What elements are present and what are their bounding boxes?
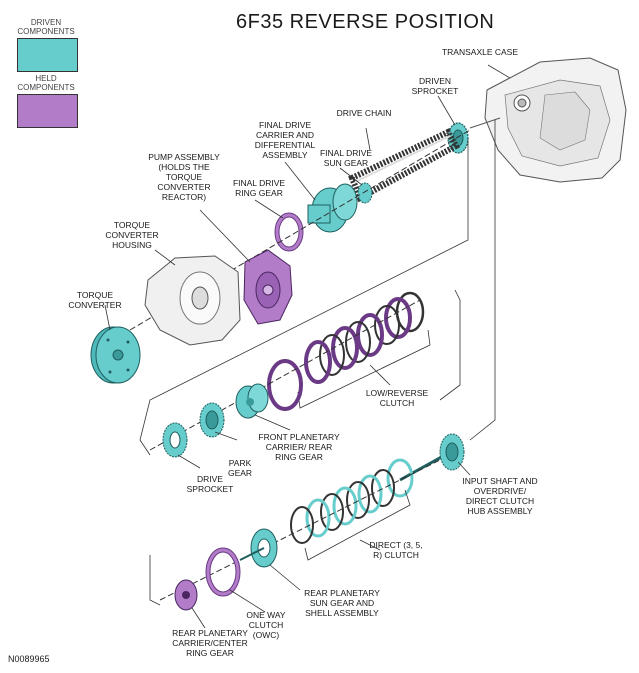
direct-clutch: [290, 458, 414, 544]
label-drive-sprocket: DRIVE SPROCKET: [186, 474, 234, 494]
final-drive-carrier: [307, 183, 358, 233]
drive-sprocket: [162, 422, 188, 458]
label-final-drive-ring-gear: FINAL DRIVE RING GEAR: [232, 178, 286, 198]
label-park-gear: PARK GEAR: [227, 458, 253, 478]
label-driven-sprocket: DRIVEN SPROCKET: [411, 76, 459, 96]
label-direct-clutch: DIRECT (3, 5, R) CLUTCH: [369, 540, 423, 560]
input-shaft: [399, 433, 465, 482]
label-torque-converter: TORQUE CONVERTER: [68, 290, 122, 310]
legend-driven-swatch: [17, 38, 78, 72]
one-way-clutch: [205, 547, 241, 597]
legend-held-swatch: [17, 94, 78, 128]
torque-converter-housing: [144, 255, 241, 346]
reaction-plate: [267, 359, 303, 411]
page-title: 6F35 REVERSE POSITION: [236, 11, 495, 33]
pump-assembly: [243, 249, 293, 325]
rear-planetary-carrier: [174, 579, 198, 611]
label-final-drive-sun-gear: FINAL DRIVE SUN GEAR: [319, 148, 373, 168]
legend-held-label: HELD COMPONENTS: [17, 74, 75, 92]
final-drive-sun-gear: [357, 182, 373, 204]
label-low-reverse-clutch: LOW/REVERSE CLUTCH: [365, 388, 429, 408]
leader-lines: [104, 64, 511, 629]
label-rear-planetary-carrier: REAR PLANETARY CARRIER/CENTER RING GEAR: [172, 628, 248, 658]
rear-planetary-sun-gear: [239, 528, 278, 568]
label-transaxle-case: TRANSAXLE CASE: [441, 47, 519, 57]
label-front-planetary: FRONT PLANETARY CARRIER/ REAR RING GEAR: [258, 432, 340, 462]
transaxle-case: [469, 57, 627, 183]
drive-chain: [348, 128, 461, 203]
label-drive-chain: DRIVE CHAIN: [336, 108, 392, 118]
label-pump-assembly: PUMP ASSEMBLY (HOLDS THE TORQUE CONVERTE…: [148, 152, 220, 202]
figure-code: N0089965: [8, 654, 50, 664]
legend-driven-label: DRIVEN COMPONENTS: [17, 18, 75, 36]
label-final-drive-carrier: FINAL DRIVE CARRIER AND DIFFERENTIAL ASS…: [254, 120, 316, 160]
label-torque-converter-housing: TORQUE CONVERTER HOUSING: [105, 220, 159, 250]
park-gear: [199, 402, 225, 438]
label-rear-planetary-sun: REAR PLANETARY SUN GEAR AND SHELL ASSEMB…: [304, 588, 380, 618]
label-input-shaft: INPUT SHAFT AND OVERDRIVE/ DIRECT CLUTCH…: [462, 476, 538, 516]
torque-converter: [90, 326, 141, 384]
front-planetary-carrier: [235, 383, 269, 419]
low-reverse-clutch: [304, 291, 425, 384]
final-drive-ring-gear: [274, 212, 304, 252]
label-one-way-clutch: ONE WAY CLUTCH (OWC): [246, 610, 286, 640]
